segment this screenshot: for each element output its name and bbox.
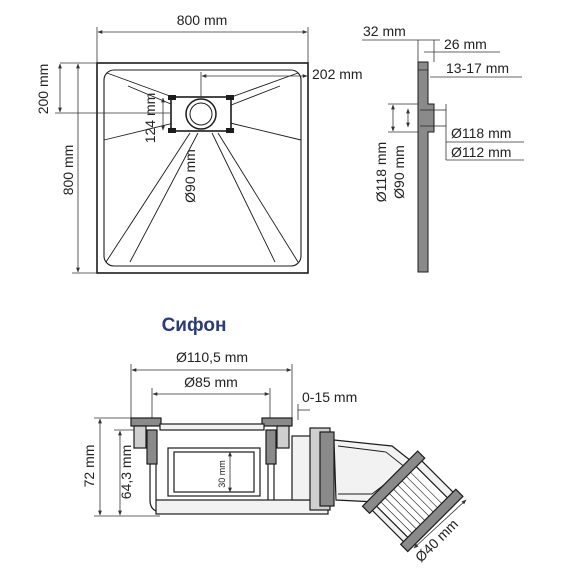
drain-diameter-label: Ø90 mm xyxy=(182,149,198,203)
profile-112-label: Ø112 mm xyxy=(451,144,511,160)
siphon-section: Ø110,5 mm Ø85 mm 0-15 mm 72 mm 64,3 mm xyxy=(81,349,467,565)
profile-v90-label: Ø90 mm xyxy=(391,145,407,199)
drain-offset-label: 200 mm xyxy=(35,64,51,115)
profile-118-label: Ø118 mm xyxy=(451,125,511,141)
siphon-seal-label: 30 mm xyxy=(217,460,227,488)
grate-size-label: 124 mm xyxy=(142,93,158,144)
drain-grate xyxy=(168,95,234,133)
profile-26-label: 26 mm xyxy=(444,36,487,52)
siphon-body xyxy=(130,417,335,515)
profile-32-label: 32 mm xyxy=(363,23,406,39)
profile-section xyxy=(417,61,435,273)
tray-width-label: 800 mm xyxy=(177,12,228,28)
siphon-inner-height-label: 64,3 mm xyxy=(118,445,134,499)
tray-height-label: 800 mm xyxy=(60,145,76,196)
profile-v118-label: Ø118 mm xyxy=(373,142,389,202)
slope-lines xyxy=(103,72,302,263)
siphon-inner-diameter-label: Ø85 mm xyxy=(184,374,238,390)
drain-side-label: 202 mm xyxy=(312,66,363,82)
siphon-title: Сифон xyxy=(162,315,227,336)
tray-inner-rim xyxy=(103,69,302,267)
tray-top-view: 800 mm 800 mm 200 mm 202 mm 124 mm Ø90 m… xyxy=(35,12,363,274)
tray-profile-view: 32 mm 26 mm 13-17 mm Ø118 mm Ø90 mm Ø118… xyxy=(362,23,524,273)
profile-13-17-label: 13-17 mm xyxy=(446,60,509,76)
siphon-height-label: 72 mm xyxy=(81,445,97,488)
tray-outline xyxy=(96,62,309,274)
siphon-adjust-label: 0-15 mm xyxy=(302,389,357,405)
siphon-outer-diameter-label: Ø110,5 mm xyxy=(176,349,248,365)
